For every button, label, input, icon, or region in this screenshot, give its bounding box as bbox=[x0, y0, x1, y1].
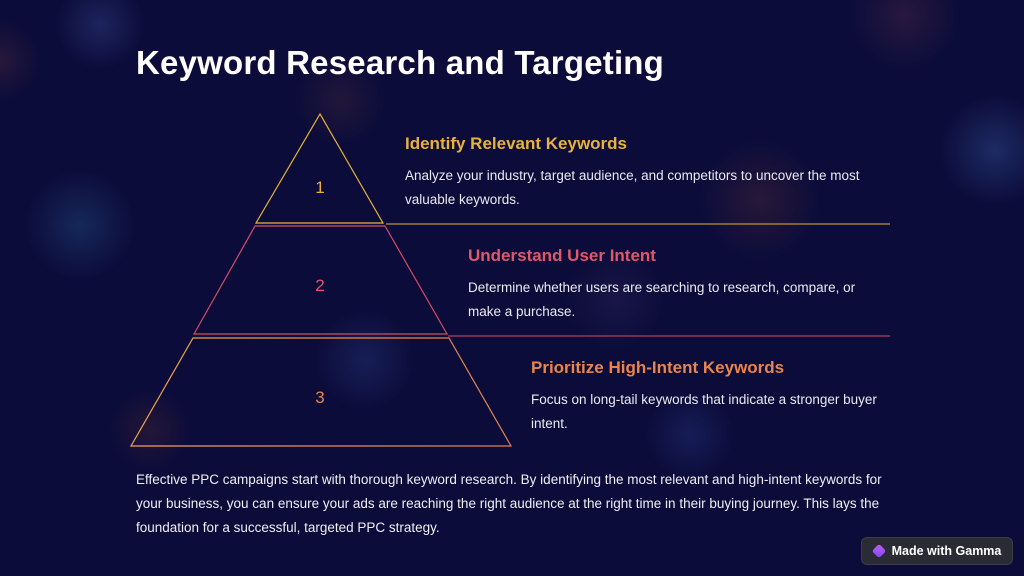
pyramid-tier-1 bbox=[254, 112, 385, 224]
step-title: Understand User Intent bbox=[468, 246, 656, 265]
step-description: Focus on long-tail keywords that indicat… bbox=[531, 392, 877, 431]
gamma-logo-icon bbox=[871, 543, 886, 559]
step-number: 3 bbox=[315, 388, 325, 407]
step-number: 2 bbox=[315, 276, 325, 295]
pyramid-tier-2 bbox=[192, 225, 449, 335]
summary-paragraph: Effective PPC campaigns start with thoro… bbox=[136, 472, 882, 535]
page-title: Keyword Research and Targeting bbox=[136, 44, 665, 81]
step-number: 1 bbox=[315, 178, 325, 197]
pyramid-tier-3 bbox=[129, 337, 513, 447]
step-description: Analyze your industry, target audience, … bbox=[405, 168, 860, 207]
step-description: Determine whether users are searching to… bbox=[468, 280, 856, 319]
badge-label: Made with Gamma bbox=[891, 544, 1002, 558]
made-with-gamma-badge[interactable]: Made with Gamma bbox=[861, 537, 1013, 565]
step-title: Identify Relevant Keywords bbox=[405, 134, 628, 153]
step-title: Prioritize High-Intent Keywords bbox=[531, 358, 785, 377]
